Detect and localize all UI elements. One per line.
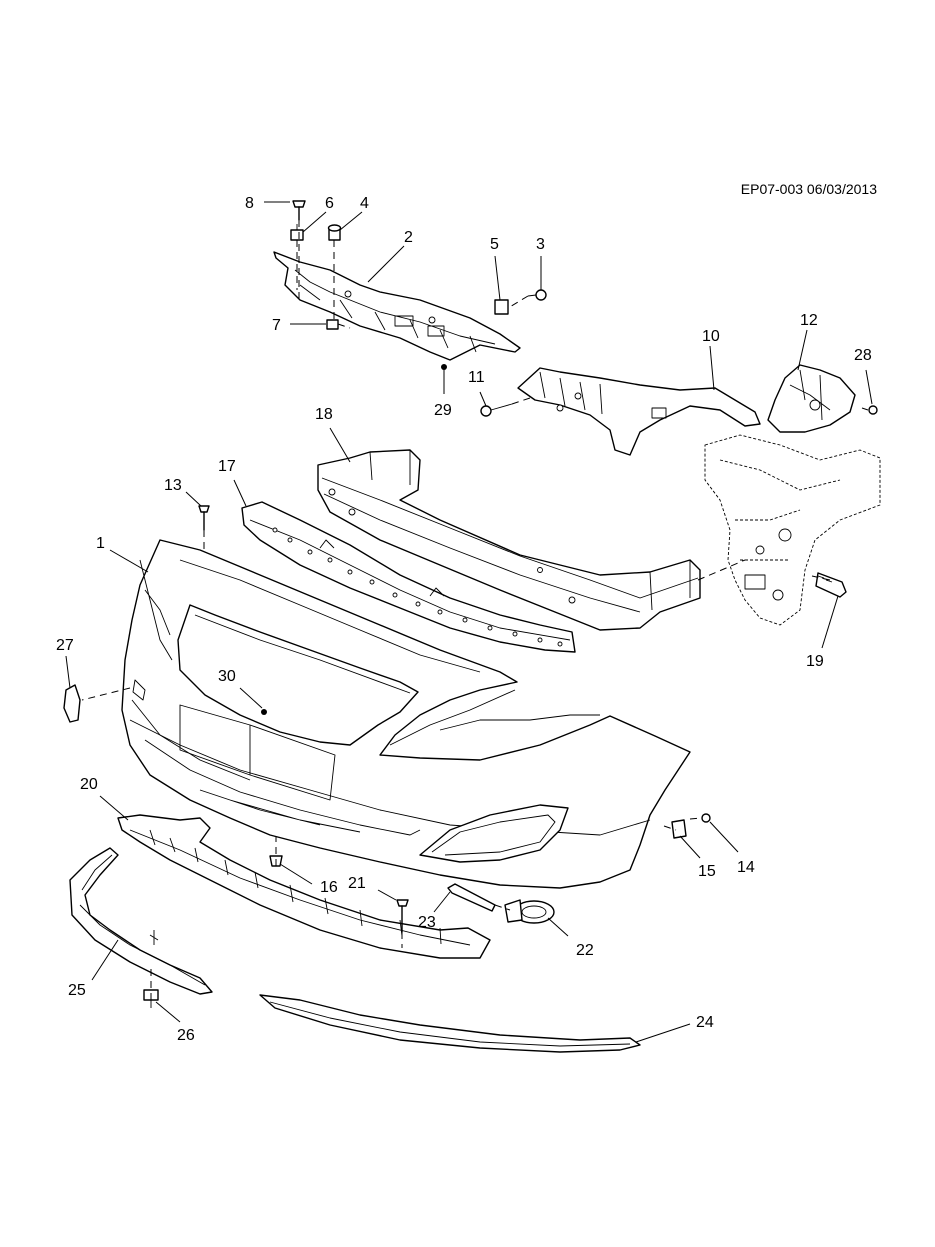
fastener-23-bolt <box>447 883 496 912</box>
fastener-30-clip <box>261 709 267 715</box>
callout-10: 10 <box>702 328 720 345</box>
fastener-19-bolt <box>815 572 847 598</box>
fastener-21-screw <box>396 899 409 933</box>
callout-30: 30 <box>218 668 236 685</box>
fastener-6-clip <box>290 224 304 241</box>
fastener-5-clip <box>494 299 509 315</box>
callout-labels: 8 6 4 2 5 3 7 29 11 10 12 28 18 17 13 1 … <box>56 195 872 1044</box>
part-27-tow-cover <box>63 684 81 723</box>
callout-29: 29 <box>434 402 452 419</box>
callout-18: 18 <box>315 406 333 423</box>
callout-4: 4 <box>360 195 369 212</box>
fastener-7-nut <box>326 319 339 330</box>
callout-12: 12 <box>800 312 818 329</box>
callout-2: 2 <box>404 229 413 246</box>
part-25-lower-trim <box>69 847 213 995</box>
callout-28: 28 <box>854 347 872 364</box>
callout-13: 13 <box>164 477 182 494</box>
absorber-holes <box>272 527 563 647</box>
callout-25: 25 <box>68 982 86 999</box>
part-12-lock-bracket <box>767 364 856 433</box>
callout-6: 6 <box>325 195 334 212</box>
callout-15: 15 <box>698 863 716 880</box>
fastener-8-screw <box>292 200 306 221</box>
callout-7: 7 <box>272 317 281 334</box>
diagram-reference-code: EP07-003 06/03/2013 <box>740 181 877 197</box>
body-front-structure <box>704 434 881 626</box>
callout-17: 17 <box>218 458 236 475</box>
fastener-15-clip <box>671 819 687 839</box>
part-24-spoiler <box>259 994 641 1053</box>
callout-22: 22 <box>576 942 594 959</box>
part-2-upper-bracket <box>273 251 521 361</box>
callout-1: 1 <box>96 535 105 552</box>
callout-8: 8 <box>245 195 254 212</box>
callout-16: 16 <box>320 879 338 896</box>
part-10-side-bracket <box>517 367 761 456</box>
callout-24: 24 <box>696 1014 714 1031</box>
part-17-energy-absorber <box>241 501 576 653</box>
assembly-lines <box>81 220 869 1000</box>
part-22-horn <box>504 899 555 924</box>
part-20-lower-deflector <box>117 814 491 959</box>
callout-26: 26 <box>177 1027 195 1044</box>
fastener-3-screw <box>527 289 547 301</box>
leader-lines <box>65 201 873 1043</box>
callout-11: 11 <box>468 369 485 386</box>
part-1-bumper-fascia <box>121 539 691 889</box>
callout-5: 5 <box>490 236 499 253</box>
fastener-29-clip <box>441 364 447 370</box>
callout-3: 3 <box>536 236 545 253</box>
callout-27: 27 <box>56 637 74 654</box>
part-18-impact-beam <box>317 449 701 631</box>
callout-19: 19 <box>806 653 824 670</box>
fastener-4-nut <box>327 224 342 241</box>
callout-20: 20 <box>80 776 98 793</box>
fastener-13-screw <box>198 505 210 531</box>
callout-23: 23 <box>418 914 436 931</box>
callout-21: 21 <box>348 875 366 892</box>
callout-14: 14 <box>737 859 755 876</box>
fastener-28-bolt <box>868 405 878 415</box>
fastener-14-screw <box>701 813 711 823</box>
